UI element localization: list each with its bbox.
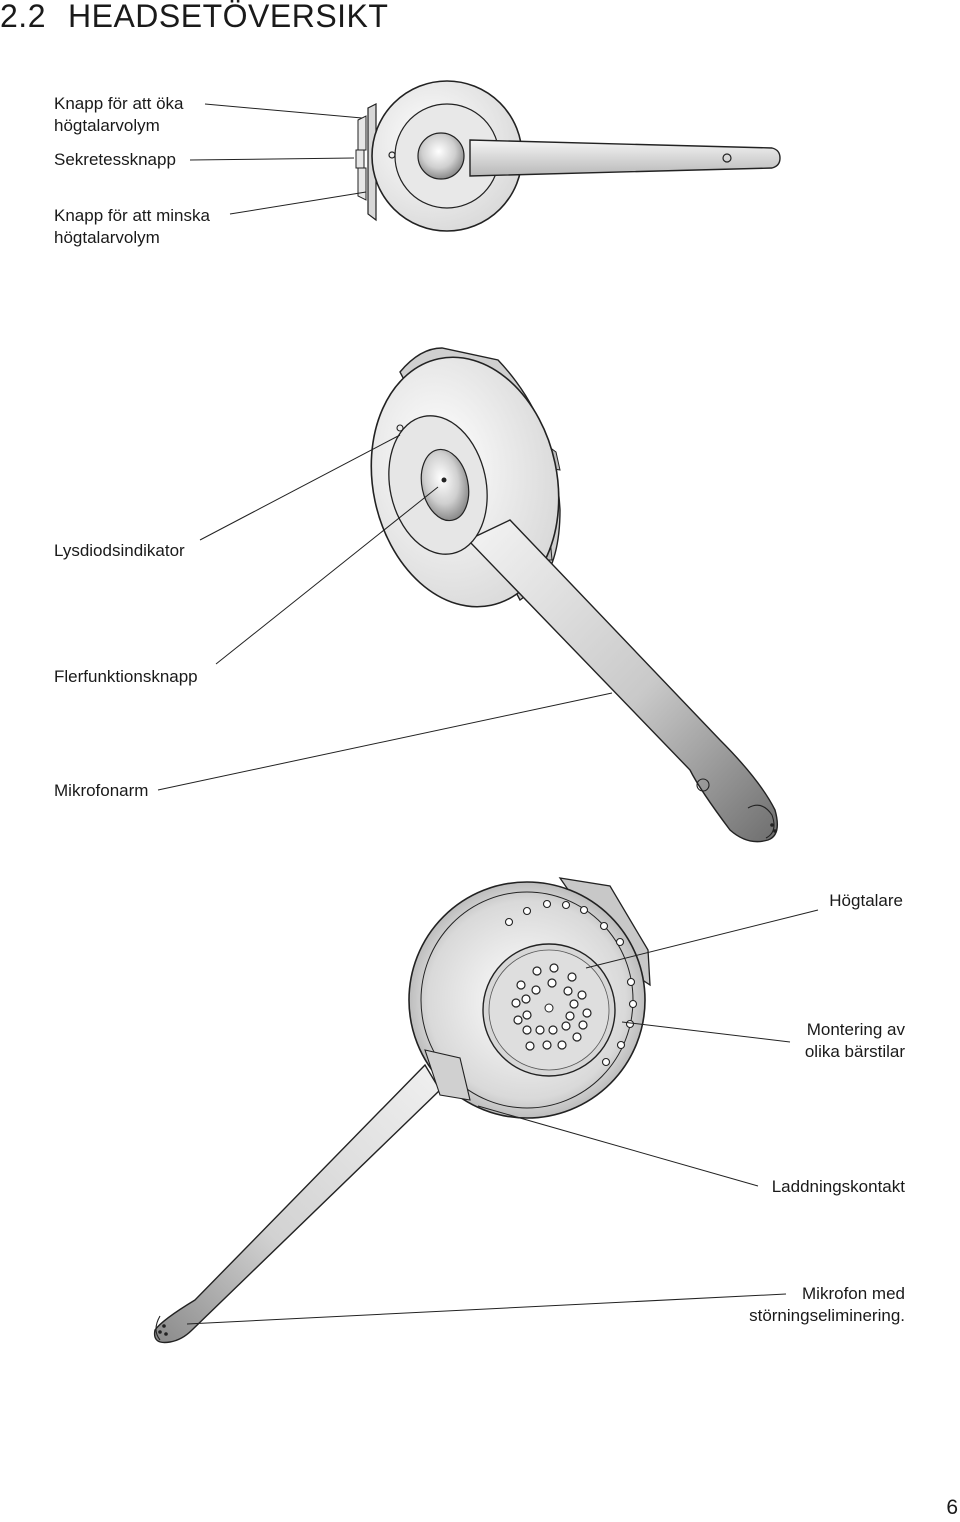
section-heading: 2.2 HEADSETÖVERSIKT <box>0 0 388 35</box>
headset-front-view <box>370 347 778 843</box>
callout-speaker: Högtalare <box>829 891 903 910</box>
callout-led: Lysdiodsindikator <box>54 541 185 560</box>
callout-lines-top <box>189 103 367 215</box>
callout-volume-down: Knapp för att minska högtalarvolym <box>54 206 210 247</box>
section-title: HEADSETÖVERSIKT <box>67 0 389 34</box>
callout-lines-bottom <box>186 909 819 1325</box>
callout-mute: Sekretessknapp <box>54 150 176 169</box>
section-number: 2.2 <box>0 0 46 34</box>
mic-pattern-icon <box>722 153 732 163</box>
headset-top-view <box>355 80 781 232</box>
speaker-grille <box>511 963 592 1051</box>
led-indicator-icon <box>441 477 447 483</box>
callout-mounting: Montering av olika bärstilar <box>804 1020 905 1061</box>
callout-charging: Laddningskontakt <box>771 1177 905 1196</box>
headset-rear-view <box>153 877 651 1344</box>
callout-microphone: Mikrofon med störningseliminering. <box>749 1284 905 1325</box>
callout-boom: Mikrofonarm <box>54 781 149 800</box>
callout-lines-middle <box>157 434 613 791</box>
callout-multifunction: Flerfunktionsknapp <box>54 667 198 686</box>
page-number: 6 <box>946 1496 958 1519</box>
callout-volume-up: Knapp för att öka högtalarvolym <box>54 94 184 135</box>
mic-pattern-icon <box>696 778 710 792</box>
